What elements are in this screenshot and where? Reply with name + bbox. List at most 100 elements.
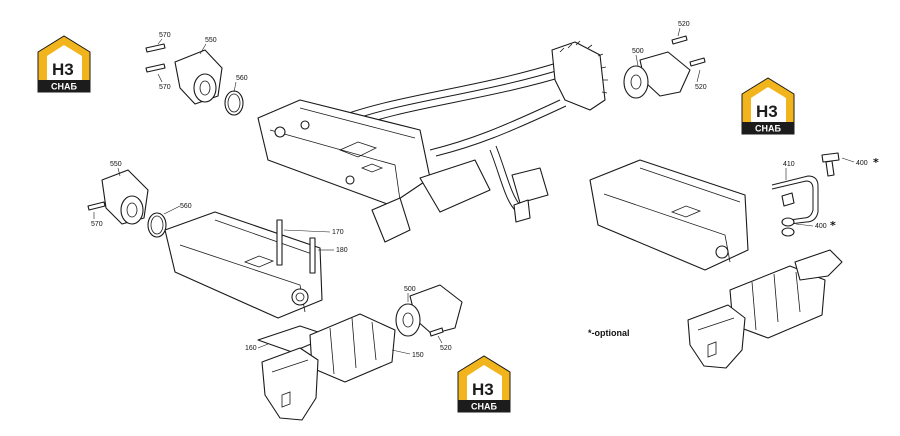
logo-mark: H3 xyxy=(52,60,74,79)
leader-line xyxy=(157,73,163,83)
pump-left-flange xyxy=(120,195,144,225)
valve-housing-bottom xyxy=(261,347,319,421)
leader-line xyxy=(635,54,639,67)
valve-left-port-inner xyxy=(295,292,305,302)
hose-lines xyxy=(329,61,573,211)
bolt-520 xyxy=(671,35,688,45)
logo-house-inner xyxy=(751,87,786,122)
callout-570-b: 570 xyxy=(159,84,171,91)
leader-line xyxy=(391,349,411,355)
bolt-570 xyxy=(145,43,166,53)
leader-line xyxy=(233,81,237,93)
optional-note: *-optional xyxy=(588,328,630,338)
leader-line xyxy=(795,223,814,227)
callout-400-b: 400 xyxy=(815,223,827,230)
callouts-bottom: 500 160 150 520 xyxy=(245,286,452,359)
gear-teeth xyxy=(559,40,608,94)
valve-right-port xyxy=(715,245,729,259)
valve-port xyxy=(300,120,310,130)
left-assembly xyxy=(87,169,323,319)
solenoid-right-cap xyxy=(794,249,843,281)
callouts-top-left: 570 550 570 560 xyxy=(157,32,248,93)
connector-block xyxy=(511,167,549,204)
leader-line xyxy=(437,335,443,344)
valve-housing-detail xyxy=(271,359,309,408)
logo-banner xyxy=(458,400,510,412)
pump-500-flange xyxy=(623,65,649,99)
logo-bottom: H3 СНАБ xyxy=(457,355,511,413)
callout-170: 170 xyxy=(332,229,344,236)
callouts-top-right: 520 500 520 xyxy=(632,21,707,91)
callout-150: 150 xyxy=(412,352,424,359)
optional-marker-a: * xyxy=(873,156,879,169)
optional-marker-b: * xyxy=(830,219,836,232)
leader-line xyxy=(257,343,269,349)
washer-400-b xyxy=(781,227,795,237)
solenoid-top xyxy=(419,159,491,213)
gear-bracket xyxy=(551,41,606,111)
leader-line xyxy=(157,38,163,45)
callout-570-a: 570 xyxy=(159,32,171,39)
logo-right: H3 СНАБ xyxy=(741,77,795,135)
leader-line xyxy=(677,27,681,37)
callout-520-bottom: 520 xyxy=(440,345,452,352)
callout-400-a: 400 xyxy=(856,160,868,167)
bolt-570 xyxy=(145,63,166,73)
valve-port xyxy=(274,126,286,138)
valve-port xyxy=(345,175,355,185)
valve-block-right xyxy=(589,159,749,271)
o-ring-560-inner xyxy=(227,93,241,113)
callouts-left: 550 560 570 170 180 xyxy=(91,161,348,254)
leader-line xyxy=(283,229,331,233)
top-assembly xyxy=(145,35,706,243)
solenoid-right-ribs xyxy=(751,271,801,331)
callout-500-bottom: 500 xyxy=(404,286,416,293)
bolt-570-left xyxy=(87,201,106,211)
callout-550: 550 xyxy=(205,37,217,44)
banjo-bolt-400-a xyxy=(821,152,840,177)
callout-180: 180 xyxy=(336,247,348,254)
leader-line xyxy=(696,69,701,83)
logo-word: СНАБ xyxy=(51,82,77,92)
solenoid-150-ribs xyxy=(329,317,377,375)
callout-520-a: 520 xyxy=(678,21,690,28)
logo-word: СНАБ xyxy=(471,402,497,412)
logo-house-inner xyxy=(47,45,82,80)
pump-500-flange-inner xyxy=(630,74,642,90)
leader-line xyxy=(163,205,181,215)
callout-500: 500 xyxy=(632,48,644,55)
logo-mark: H3 xyxy=(472,380,494,399)
callout-560: 560 xyxy=(236,75,248,82)
tube-410-outer xyxy=(771,180,814,221)
leader-line xyxy=(199,43,207,55)
callouts-right: 410 400 * 400 * xyxy=(783,156,879,232)
pump-500-bottom-flange xyxy=(395,303,421,337)
pump-flange-inner xyxy=(199,80,211,96)
fitting-400 xyxy=(781,192,795,207)
bolt-170 xyxy=(276,219,283,266)
leader-line xyxy=(841,157,855,163)
callout-160: 160 xyxy=(245,345,257,352)
leader-line xyxy=(117,167,121,177)
bolt-520 xyxy=(689,57,706,67)
logo-banner xyxy=(38,80,90,92)
valve-housing-right-detail xyxy=(697,317,735,358)
tube-410 xyxy=(771,175,819,225)
logo-house-inner xyxy=(467,365,502,400)
valve-left-port xyxy=(291,288,309,306)
solenoid-cap xyxy=(371,197,411,243)
washer-400 xyxy=(781,217,795,227)
pump-500-bottom-flange-inner xyxy=(402,312,414,328)
pump-body-500 xyxy=(639,51,691,97)
valve-housing-right xyxy=(687,304,746,369)
callout-550-left: 550 xyxy=(110,161,122,168)
callout-520-b: 520 xyxy=(695,84,707,91)
callout-410: 410 xyxy=(783,161,795,168)
right-assembly xyxy=(589,152,843,369)
callout-560-left: 560 xyxy=(180,203,192,210)
bottom-assembly xyxy=(257,284,463,421)
logo-top-left: H3 СНАБ xyxy=(37,35,91,93)
bolt-520-bottom xyxy=(429,327,444,337)
logo-word: СНАБ xyxy=(755,124,781,134)
